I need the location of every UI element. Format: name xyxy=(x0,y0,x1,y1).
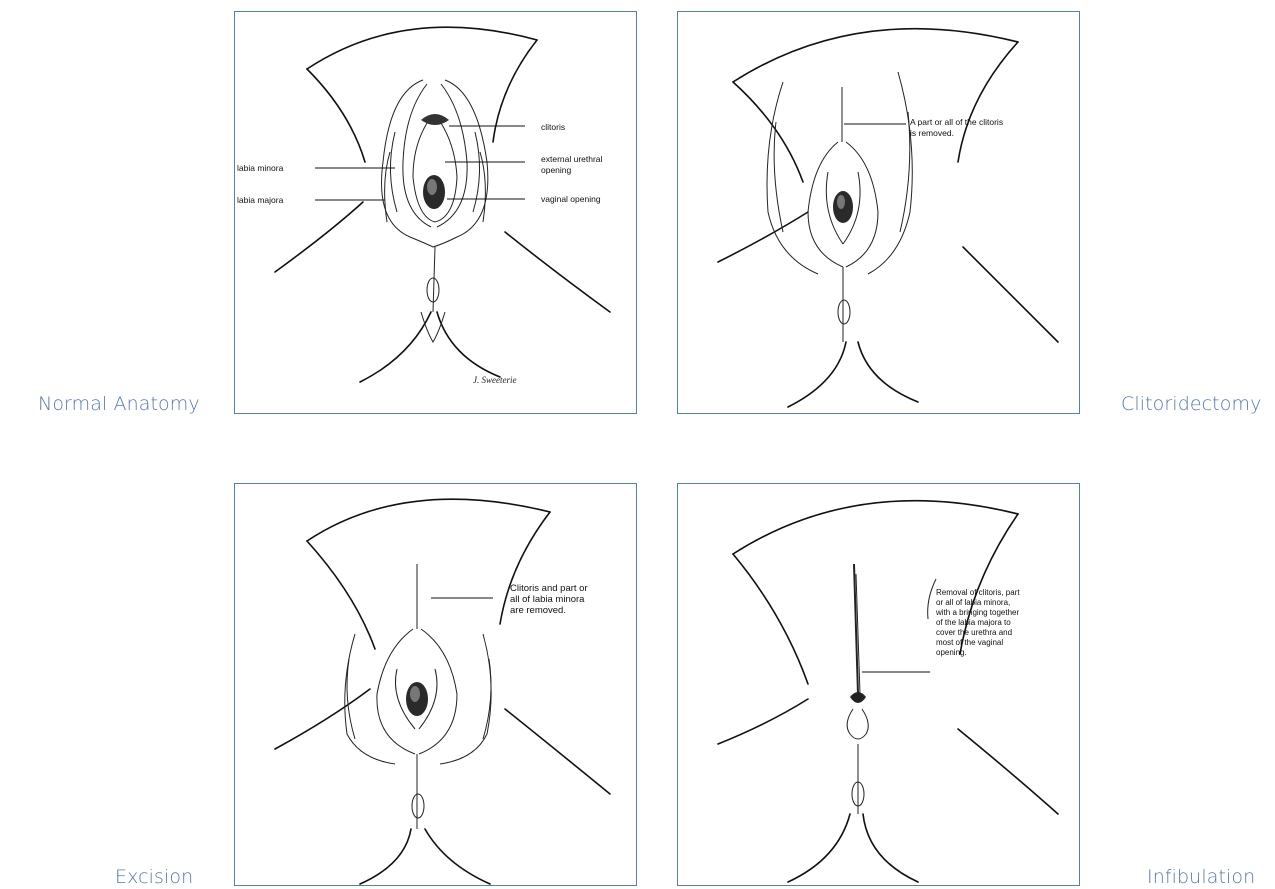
clitoridectomy-illustration xyxy=(678,12,1080,414)
infibulation-text-line-2: or all of labia minora, xyxy=(936,598,1010,608)
clitoridectomy-text-line-1: A part or all of the clitoris xyxy=(910,117,1003,127)
label-labia-majora: labia majora xyxy=(237,195,283,205)
infibulation-illustration xyxy=(678,484,1080,886)
label-vaginal-opening: vaginal opening xyxy=(541,194,601,204)
caption-clitoridectomy: Clitoridectomy xyxy=(1121,393,1261,415)
excision-illustration xyxy=(235,484,637,886)
infibulation-text-line-1: Removal of clitoris, part xyxy=(936,588,1020,598)
panel-infibulation: Removal of clitoris, part or all of labi… xyxy=(677,483,1080,886)
label-clitoris: clitoris xyxy=(541,122,565,132)
caption-infibulation: Infibulation xyxy=(1147,866,1255,888)
infibulation-text-line-3: with a bringing together xyxy=(936,608,1019,618)
infibulation-text-line-6: most of the vaginal xyxy=(936,638,1003,648)
label-opening: opening xyxy=(541,165,571,175)
label-labia-minora: labia minora xyxy=(237,163,283,173)
panel-excision: Clitoris and part or all of labia minora… xyxy=(234,483,637,886)
excision-text-line-3: are removed. xyxy=(510,606,566,616)
caption-excision: Excision xyxy=(115,866,193,888)
normal-anatomy-illustration xyxy=(235,12,637,414)
excision-text-line-2: all of labia minora xyxy=(510,595,584,605)
infibulation-text-line-4: of the labia majora to xyxy=(936,618,1011,628)
excision-text-line-1: Clitoris and part or xyxy=(510,584,588,594)
panel-normal-anatomy: clitoris external urethral opening vagin… xyxy=(234,11,637,414)
artist-signature: J. Sweeterie xyxy=(473,375,516,385)
label-external-urethral: external urethral xyxy=(541,154,602,164)
clitoridectomy-text-line-2: is removed. xyxy=(910,128,954,138)
infibulation-text-line-5: cover the urethra and xyxy=(936,628,1012,638)
infibulation-text-line-7: opening. xyxy=(936,648,967,658)
caption-normal-anatomy: Normal Anatomy xyxy=(38,393,200,415)
panel-clitoridectomy: A part or all of the clitoris is removed… xyxy=(677,11,1080,414)
